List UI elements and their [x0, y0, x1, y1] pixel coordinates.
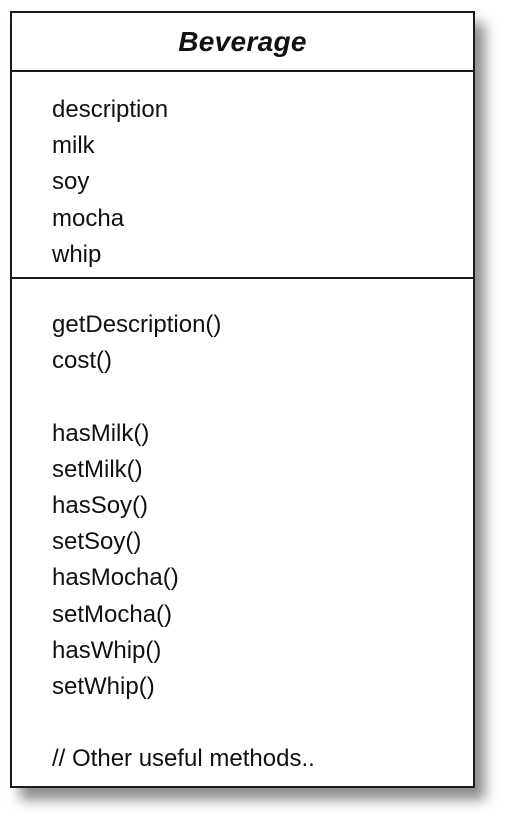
attribute-milk: milk: [52, 132, 95, 160]
method-has-whip: hasWhip(): [52, 636, 162, 664]
attribute-soy: soy: [52, 168, 90, 196]
uml-class-box: Beverage description milk soy mocha whip…: [10, 11, 475, 788]
attribute-whip: whip: [52, 240, 102, 268]
method-has-milk: hasMilk(): [52, 419, 150, 447]
method-comment: // Other useful methods..: [52, 745, 315, 773]
method-group-condiments: hasMilk() setMilk() hasSoy() setSoy() ha…: [52, 416, 473, 706]
method-set-whip: setWhip(): [52, 672, 155, 700]
attribute-description: description: [52, 96, 169, 123]
method-set-milk: setMilk(): [52, 455, 143, 483]
method-has-soy: hasSoy(): [52, 491, 149, 519]
method-has-mocha: hasMocha(): [52, 564, 179, 592]
class-name: Beverage: [12, 13, 473, 72]
method-group-core: getDescription() cost(): [52, 307, 473, 379]
attributes-compartment: description milk soy mocha whip: [12, 72, 473, 279]
method-set-mocha: setMocha(): [52, 600, 173, 628]
method-cost: cost(): [52, 347, 112, 375]
attribute-mocha: mocha: [52, 204, 125, 232]
method-group-other: // Other useful methods..: [52, 741, 473, 777]
methods-compartment: getDescription() cost() hasMilk() setMil…: [12, 279, 473, 777]
method-get-description: getDescription(): [52, 311, 222, 338]
method-set-soy: setSoy(): [52, 528, 142, 556]
